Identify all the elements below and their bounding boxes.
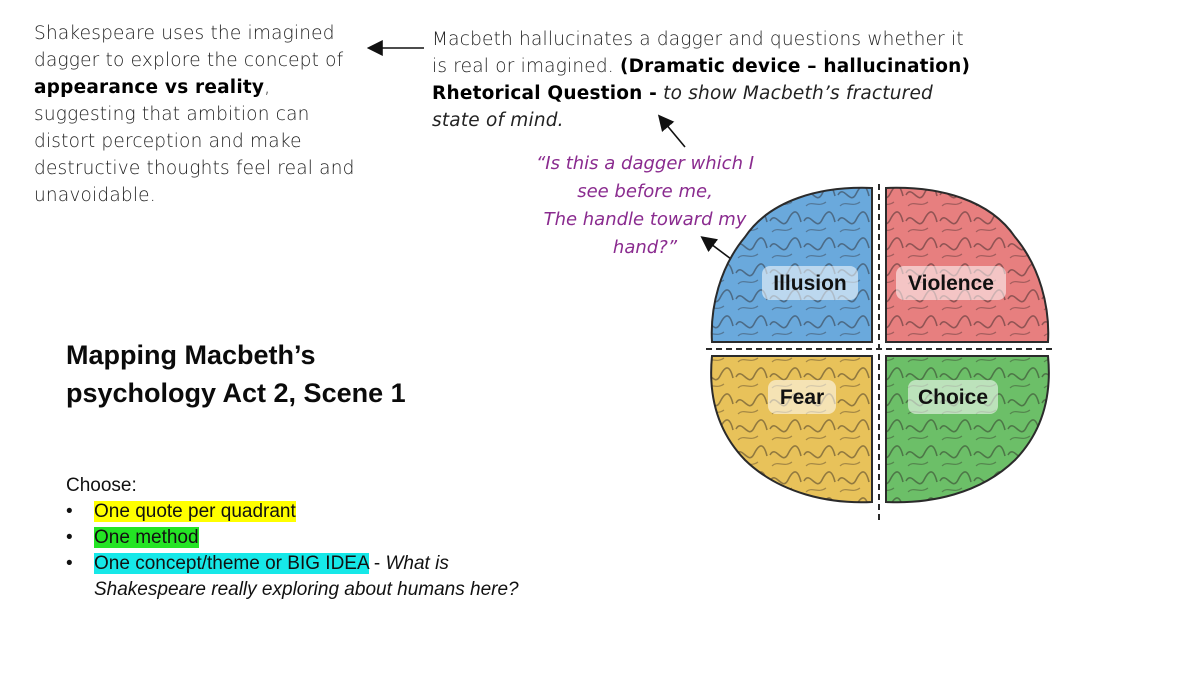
label-fear: Fear: [780, 386, 824, 409]
quadrant-choice: [885, 355, 1050, 504]
arrow-to-right-note: [657, 114, 686, 148]
choose-label: Choose:: [66, 475, 137, 496]
quote-line-3: The handle toward my: [543, 209, 747, 230]
item-big-idea: One concept/theme or BIG IDEA: [94, 553, 369, 574]
brain-diagram: Illusion Violence Fear Choice: [706, 184, 1054, 522]
annotation-hallucination: Macbeth hallucinates a dagger and questi…: [432, 26, 972, 134]
title-line-2: psychology Act 2, Scene 1: [66, 378, 406, 408]
label-violence: Violence: [908, 272, 994, 295]
dagger-quote: “Is this a dagger which I see before me,…: [505, 150, 785, 262]
note-left-bold: appearance vs reality: [34, 77, 265, 98]
choose-instructions: Choose: • One quote per quadrant • One m…: [66, 473, 536, 603]
item-method: One method: [94, 527, 199, 548]
bullet: •: [66, 553, 73, 574]
list-item: • One method: [66, 525, 536, 551]
bullet: •: [66, 527, 73, 548]
label-choice: Choice: [918, 386, 988, 409]
item-quote: One quote per quadrant: [94, 501, 296, 522]
note-right-text: Macbeth hallucinates a dagger and questi…: [432, 29, 964, 77]
quadrant-fear: [710, 355, 873, 504]
quote-line-1: “Is this a dagger which I: [535, 153, 755, 174]
item-question: What is Shakespeare really exploring abo…: [94, 553, 519, 600]
note-right-rhetorical: Rhetorical Question -: [432, 83, 658, 104]
label-illusion: Illusion: [773, 272, 847, 295]
item-separator: -: [368, 553, 386, 574]
quote-line-2: see before me,: [577, 181, 713, 202]
note-left-text-1: Shakespeare uses the imagined dagger to …: [34, 23, 344, 71]
annotation-appearance-vs-reality: Shakespeare uses the imagined dagger to …: [34, 20, 364, 209]
note-right-italic: to show Macbeth’s fractured state of min…: [432, 83, 933, 131]
list-item: • One concept/theme or BIG IDEA - What i…: [66, 551, 536, 603]
quadrant-violence: [885, 186, 1050, 343]
choose-list: • One quote per quadrant • One method • …: [66, 499, 536, 603]
list-item: • One quote per quadrant: [66, 499, 536, 525]
slide-title: Mapping Macbeth’s psychology Act 2, Scen…: [66, 336, 586, 412]
note-left-text-2: , suggesting that ambition can distort p…: [34, 77, 355, 206]
bullet: •: [66, 501, 73, 522]
quadrant-illusion: [710, 186, 873, 343]
note-right-device: (Dramatic device – hallucination): [619, 56, 971, 77]
quote-line-4: hand?”: [612, 237, 678, 258]
title-line-1: Mapping Macbeth’s: [66, 340, 316, 370]
